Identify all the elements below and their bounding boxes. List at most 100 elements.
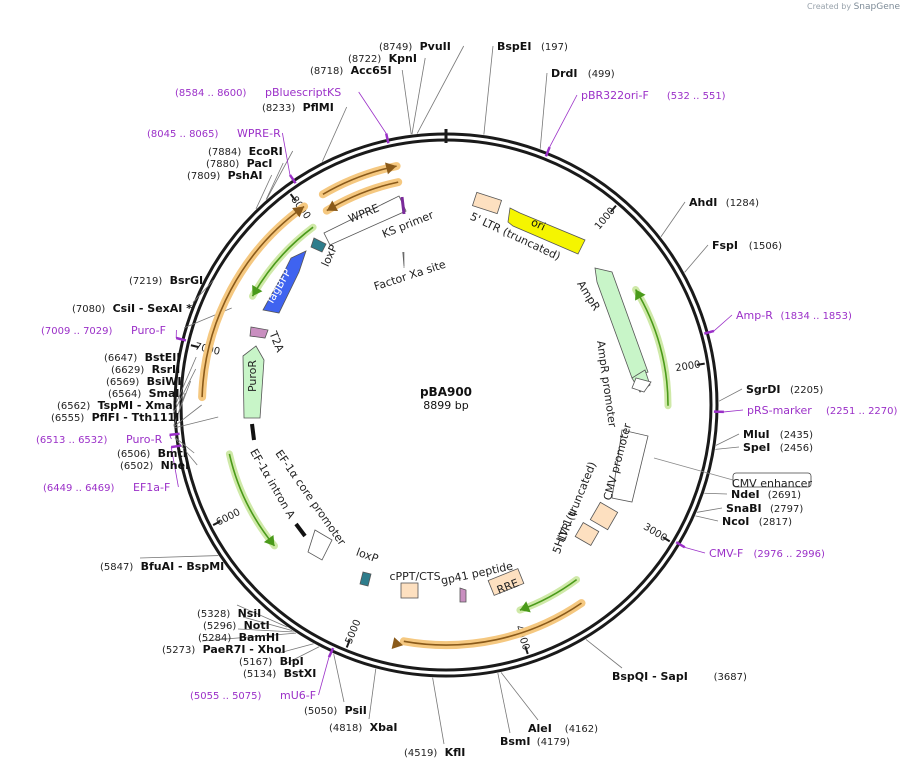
- enzyme-bsteii[interactable]: (6647)BstEII: [104, 351, 180, 364]
- primer-range: (532 .. 551): [667, 91, 726, 102]
- enzyme-leader-pvuii: [416, 45, 465, 134]
- enzyme-pflfi-tth111i[interactable]: (6555)PflFI - Tth111I: [51, 411, 179, 424]
- enzyme-kpni[interactable]: (8722)KpnI: [348, 52, 417, 65]
- primer-puro-f[interactable]: (7009 .. 7029)Puro-F: [41, 324, 166, 337]
- enzyme-leader-pshai: [255, 174, 273, 210]
- enzyme-nhei[interactable]: (6502)NheI: [120, 459, 189, 472]
- enzyme-drdi[interactable]: DrdI(499): [551, 67, 615, 80]
- enzyme-snabi[interactable]: SnaBI(2797): [726, 502, 803, 515]
- enzyme-leader-kfli: [432, 677, 445, 745]
- primer-leader: [318, 657, 330, 696]
- enzyme-paer7i-xhoi[interactable]: (5273)PaeR7I - XhoI: [162, 643, 286, 656]
- enzyme-position: (2456): [780, 443, 813, 454]
- enzyme-position: (5847): [100, 562, 133, 573]
- primer-site-pbr322ori-f: [544, 146, 551, 157]
- enzyme-position: (1506): [749, 241, 782, 252]
- enzyme-leader-bfuai-bspmi: [139, 555, 219, 559]
- primer-name: pBluescriptKS: [265, 86, 341, 99]
- enzyme-kfli[interactable]: (4519)KflI: [404, 746, 465, 759]
- enzyme-bspqi-sapi[interactable]: BspQI - SapI(3687): [612, 670, 747, 683]
- enzyme-mlui[interactable]: MluI(2435): [743, 428, 813, 441]
- hiv-psi-box: [574, 522, 600, 546]
- enzyme-csii-sexai[interactable]: (7080) CsiI - SexAI *: [72, 302, 192, 315]
- enzyme-bamhi[interactable]: (5284)BamHI: [198, 631, 279, 644]
- ori-arrow: [507, 207, 586, 255]
- enzyme-position: (7080): [72, 304, 105, 315]
- primer-prs-marker[interactable]: pRS-marker(2251 .. 2270): [747, 404, 898, 417]
- primer-puro-r[interactable]: (6513 .. 6532) Puro-R: [36, 433, 163, 446]
- enzyme-pshai[interactable]: (7809)PshAI: [187, 169, 262, 182]
- enzyme-ncoi[interactable]: NcoI(2817): [722, 515, 792, 528]
- enzyme-position: (2797): [770, 504, 803, 515]
- primer-mu6-f[interactable]: (5055 .. 5075)mU6-F: [190, 689, 316, 702]
- enzyme-name: FspI: [712, 239, 738, 252]
- enzyme-name: NotI: [244, 619, 270, 632]
- enzyme-leader-mlui: [715, 433, 740, 446]
- enzyme-name: KpnI: [389, 52, 417, 65]
- wpre-arrow: [323, 195, 407, 246]
- feature-label-t2a: T2A: [266, 329, 287, 355]
- enzyme-bmti[interactable]: (6506)BmtI: [117, 447, 187, 460]
- enzyme-name: BsmI: [500, 735, 531, 748]
- enzyme-fspi[interactable]: FspI (1506): [712, 239, 782, 252]
- enzyme-ecori[interactable]: (7884)EcoRI: [208, 145, 283, 158]
- enzyme-position: (1284): [726, 198, 759, 209]
- enzyme-bsiwi[interactable]: (6569)BsiWI: [106, 375, 182, 388]
- orf-bottom-arrowhead: [391, 637, 404, 650]
- plasmid-name: pBA900: [420, 385, 472, 399]
- primer-wpre-r[interactable]: (8045 .. 8065)WPRE-R: [147, 127, 281, 140]
- tick-label-5000: 5000: [344, 618, 364, 646]
- enzyme-sgrdi[interactable]: SgrDI(2205): [746, 383, 823, 396]
- primer-range: (6513 .. 6532): [36, 435, 108, 446]
- feature-label-factor-xa-site: Factor Xa site: [372, 258, 447, 294]
- feature-label-loxp: loxP: [354, 546, 380, 566]
- primer-pbluescriptks[interactable]: (8584 .. 8600)pBluescriptKS: [175, 86, 341, 99]
- primer-name: Puro-R: [126, 433, 163, 446]
- enzyme-bstxi[interactable]: (5134)BstXI: [243, 667, 316, 680]
- cmv-promoter-arrow: [611, 429, 649, 503]
- enzyme-blpi[interactable]: (5167)BlpI: [239, 655, 304, 668]
- enzyme-smai[interactable]: (6564)SmaI: [108, 387, 180, 400]
- enzyme-bsrgi[interactable]: (7219)BsrGI: [129, 274, 203, 287]
- enzyme-tspmi-xmai[interactable]: (6562)TspMI - XmaI: [57, 399, 177, 412]
- enzyme-leader-bsrgi: [192, 279, 214, 303]
- enzyme-bfuai-bspmi[interactable]: (5847)BfuAI - BspMI: [100, 560, 224, 573]
- enzyme-leader-bspei: [483, 45, 494, 135]
- primer-amp-r[interactable]: Amp-R(1834 .. 1853): [736, 309, 852, 322]
- enzyme-rsrii[interactable]: (6629)RsrII: [111, 363, 180, 376]
- enzyme-paci[interactable]: (7880)PacI: [206, 157, 272, 170]
- enzyme-ndei[interactable]: NdeI(2691): [731, 488, 801, 501]
- enzyme-position: (4162): [565, 724, 598, 735]
- primer-range: (2251 .. 2270): [826, 406, 898, 417]
- enzyme-alei[interactable]: AleI(4162): [528, 722, 598, 735]
- enzyme-leader-bspqi-sapi: [585, 639, 623, 669]
- enzyme-name: NdeI: [731, 488, 760, 501]
- enzyme-bsmi[interactable]: BsmI(4179): [500, 735, 570, 748]
- cmv-enhancer-leader: [653, 457, 734, 481]
- enzyme-xbai[interactable]: (4818)XbaI: [329, 721, 397, 734]
- primer-pbr322ori-f[interactable]: pBR322ori-F(532 .. 551): [581, 89, 726, 102]
- enzyme-spei[interactable]: SpeI(2456): [743, 441, 813, 454]
- enzyme-noti[interactable]: (5296)NotI: [203, 619, 270, 632]
- tick-mark-5000: [345, 639, 351, 648]
- tick-mark-6000: [212, 520, 221, 526]
- green-ampr-arrowhead: [635, 289, 646, 301]
- plasmid-size: 8899 bp: [423, 399, 468, 412]
- enzyme-ahdi[interactable]: AhdI(1284): [689, 196, 759, 209]
- enzyme-pvuii[interactable]: (8749)PvuII: [379, 40, 451, 53]
- enzyme-name: CsiI - SexAI *: [113, 302, 193, 315]
- primer-name: Puro-F: [131, 324, 166, 337]
- enzyme-position: (7884): [208, 147, 241, 158]
- primer-cmv-f[interactable]: CMV-F(2976 .. 2996): [709, 547, 825, 560]
- green-ampr-line: [634, 289, 669, 406]
- enzyme-psii[interactable]: (5050)PsiI: [304, 704, 367, 717]
- primer-leader: [169, 434, 172, 440]
- primer-ef1a-f[interactable]: (6449 .. 6469)EF1a-F: [43, 481, 170, 494]
- enzyme-pflmi[interactable]: (8233)PflMI: [262, 101, 334, 114]
- tick-mark-8000: [289, 193, 297, 202]
- enzyme-bspei[interactable]: BspEI(197): [497, 40, 568, 53]
- enzyme-name: XbaI: [370, 721, 398, 734]
- enzyme-acc65i[interactable]: (8718)Acc65I: [310, 64, 392, 77]
- enzyme-nsii[interactable]: (5328)NsiI: [197, 607, 261, 620]
- primer-leader: [723, 409, 744, 413]
